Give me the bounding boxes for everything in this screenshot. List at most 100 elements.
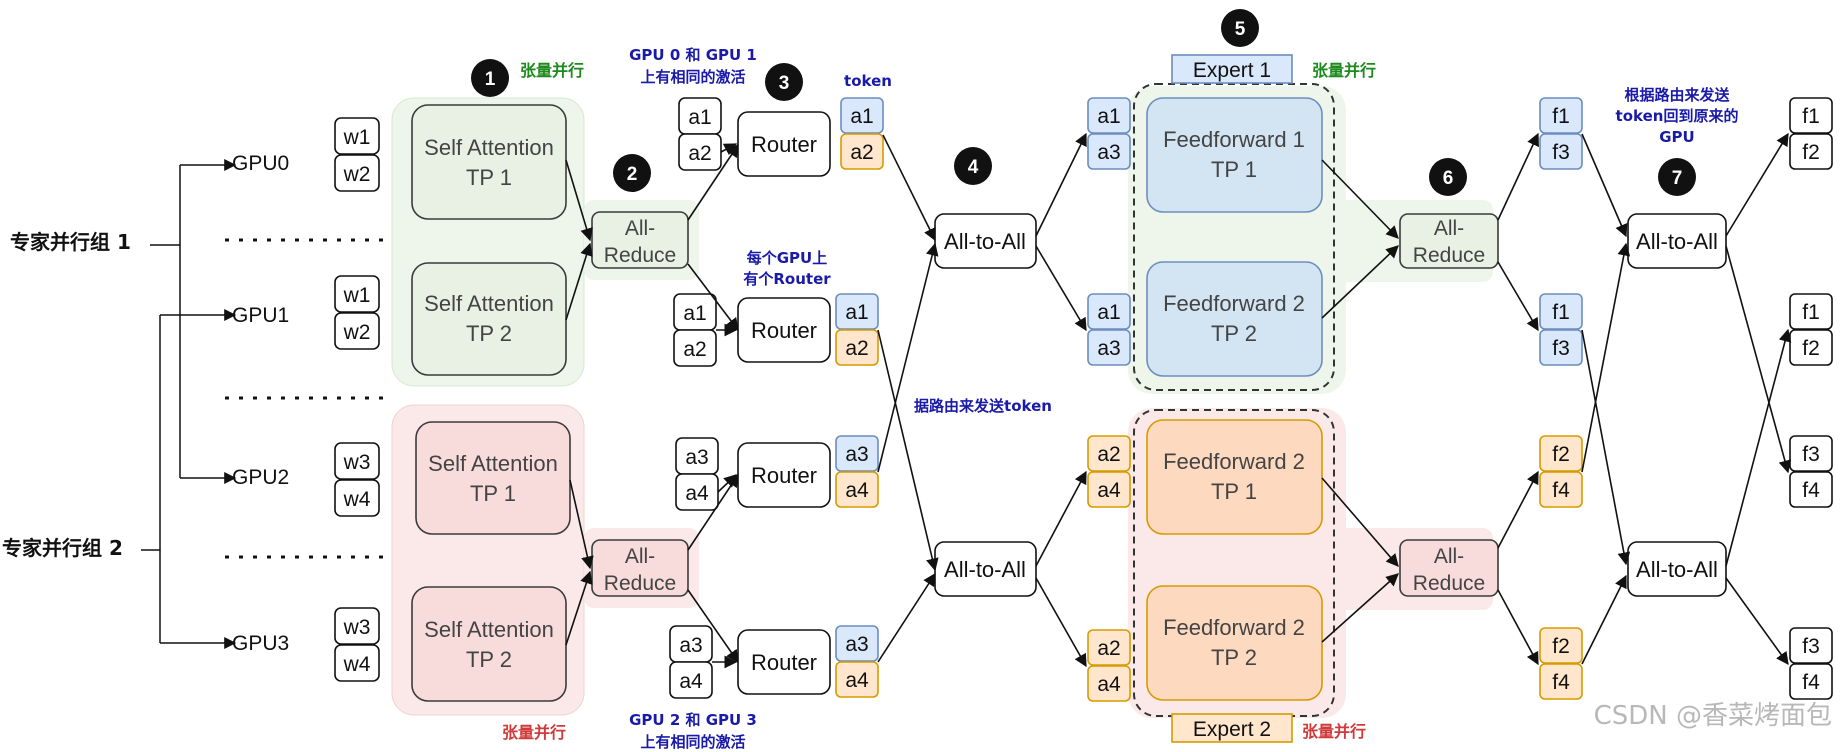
w1-gpu1: w1 (343, 284, 371, 307)
step-markers: 1 2 3 4 5 6 7 (471, 9, 1696, 196)
a2a-2: All-to-All (944, 557, 1026, 582)
svg-text:All-: All- (1434, 217, 1464, 240)
w1-gpu0: w1 (343, 126, 371, 149)
svg-text:f1: f1 (1552, 105, 1570, 128)
step-2: 2 (627, 164, 638, 185)
w4-gpu2: w4 (343, 488, 371, 511)
w2-gpu1: w2 (343, 321, 371, 344)
group-brackets (141, 159, 237, 649)
ar2-line1: All- (625, 545, 655, 568)
self-attention-blocks: Self Attention TP 1 Self Attention TP 2 … (411, 104, 571, 702)
tp-label-attn-red: 张量并行 (502, 723, 566, 742)
svg-text:f2: f2 (1552, 443, 1570, 466)
svg-text:f2: f2 (1802, 337, 1820, 360)
svg-text:a4: a4 (845, 669, 869, 692)
svg-text:a1: a1 (688, 106, 711, 129)
expert-output-tokens: f1 f3 f1 f3 f2 f4 f2 f4 (1539, 97, 1583, 700)
alltoall-dispatch: All-to-All All-to-All (934, 213, 1037, 597)
svg-text:a3: a3 (679, 634, 702, 657)
svg-text:All-to-All: All-to-All (1636, 229, 1718, 254)
return-note-l3: GPU (1659, 128, 1695, 146)
sa3-title: Self Attention (428, 451, 558, 476)
group2-label: 专家并行组 2 (2, 536, 123, 560)
svg-text:a2: a2 (688, 142, 711, 165)
gpu23-note-l2: 上有相同的激活 (640, 733, 745, 751)
router-gpu0: Router (751, 132, 817, 157)
feedforward-blocks: Feedforward 1 TP 1 Feedforward 2 TP 2 Fe… (1146, 97, 1323, 701)
svg-text:a3: a3 (845, 443, 868, 466)
group1-label: 专家并行组 1 (10, 230, 131, 254)
ff-e1-tp2-title: Feedforward 2 (1163, 291, 1305, 316)
svg-text:a4: a4 (679, 670, 703, 693)
svg-text:a4: a4 (1097, 479, 1121, 502)
sa4-title: Self Attention (424, 617, 554, 642)
svg-text:a3: a3 (1097, 337, 1120, 360)
gpu2-label: GPU2 (232, 466, 289, 489)
router-gpu3: Router (751, 650, 817, 675)
sa3-tp: TP 1 (470, 481, 516, 506)
svg-text:f1: f1 (1552, 301, 1570, 324)
step-1: 1 (485, 69, 496, 90)
alltoall-combine: All-to-All All-to-All (1627, 213, 1727, 597)
ff-e1-tp1-title: Feedforward 1 (1163, 127, 1305, 152)
svg-text:a3: a3 (685, 446, 708, 469)
final-output-tokens: f1 f2 f1 f2 f3 f4 f3 f4 (1789, 97, 1833, 700)
ar1-line1: All- (625, 217, 655, 240)
gpu01-note-l2: 上有相同的激活 (640, 68, 745, 86)
svg-text:Reduce: Reduce (1413, 572, 1485, 595)
gpu0-label: GPU0 (232, 152, 289, 175)
sa1-tp: TP 1 (466, 165, 512, 190)
a2a-1: All-to-All (944, 229, 1026, 254)
tp-label-ffn-red: 张量并行 (1302, 722, 1366, 741)
svg-text:f4: f4 (1552, 671, 1570, 694)
svg-text:a3: a3 (1097, 141, 1120, 164)
router-note-l1: 每个GPU上 (747, 249, 828, 267)
gpu3-label: GPU3 (232, 632, 289, 655)
svg-text:a2: a2 (1097, 637, 1120, 660)
pre-router-activations: a1 a2 a1 a2 a3 a4 a3 a4 (669, 97, 722, 699)
tp-label-attn-green: 张量并行 (520, 61, 584, 80)
expert1-container (1133, 83, 1335, 391)
gpu23-note-l1: GPU 2 和 GPU 3 (629, 711, 757, 729)
ff-e1-tp2-tp: TP 2 (1211, 321, 1257, 346)
expert-input-tokens: a1 a3 a1 a3 a2 a4 a2 a4 (1087, 97, 1131, 702)
sa2-title: Self Attention (424, 291, 554, 316)
step-7: 7 (1672, 168, 1683, 189)
svg-text:f3: f3 (1552, 337, 1570, 360)
ff-e2-tp1-tp: TP 1 (1211, 479, 1257, 504)
svg-text:a3: a3 (845, 633, 868, 656)
expert1-label: Expert 1 (1193, 59, 1271, 82)
ar1-line2: Reduce (604, 244, 676, 267)
csdn-watermark: CSDN @香菜烤面包 (1594, 701, 1832, 731)
svg-text:f4: f4 (1802, 671, 1820, 694)
token-note: token (844, 72, 892, 90)
svg-text:f1: f1 (1802, 301, 1820, 324)
svg-text:a1: a1 (845, 301, 868, 324)
svg-text:a1: a1 (683, 302, 706, 325)
router-gpu1: Router (751, 318, 817, 343)
ff-e2-tp1-title: Feedforward 2 (1163, 449, 1305, 474)
gpu01-note-l1: GPU 0 和 GPU 1 (629, 46, 757, 64)
step-3: 3 (779, 73, 790, 94)
ff-e2-tp2-title: Feedforward 2 (1163, 615, 1305, 640)
weight-boxes: w1 w2 w1 w2 w3 w4 w3 w4 (334, 117, 380, 682)
svg-text:a1: a1 (1097, 105, 1120, 128)
sa2-tp: TP 2 (466, 321, 512, 346)
svg-text:f4: f4 (1802, 479, 1820, 502)
w3-gpu2: w3 (343, 451, 371, 474)
svg-text:a2: a2 (1097, 443, 1120, 466)
ar2-line2: Reduce (604, 572, 676, 595)
post-router-tokens: a1 a2 a1 a2 a3 a4 a3 a4 (835, 97, 884, 698)
tp-label-ffn-green: 张量并行 (1312, 61, 1376, 80)
router-gpu2: Router (751, 463, 817, 488)
svg-text:a4: a4 (685, 482, 709, 505)
svg-text:f2: f2 (1552, 635, 1570, 658)
svg-text:a1: a1 (1097, 301, 1120, 324)
w4-gpu3: w4 (343, 653, 371, 676)
w3-gpu3: w3 (343, 616, 371, 639)
return-note-l2: token回到原来的 (1616, 107, 1739, 125)
svg-text:f3: f3 (1802, 443, 1820, 466)
sa4-tp: TP 2 (466, 647, 512, 672)
ff-e1-tp1-tp: TP 1 (1211, 157, 1257, 182)
